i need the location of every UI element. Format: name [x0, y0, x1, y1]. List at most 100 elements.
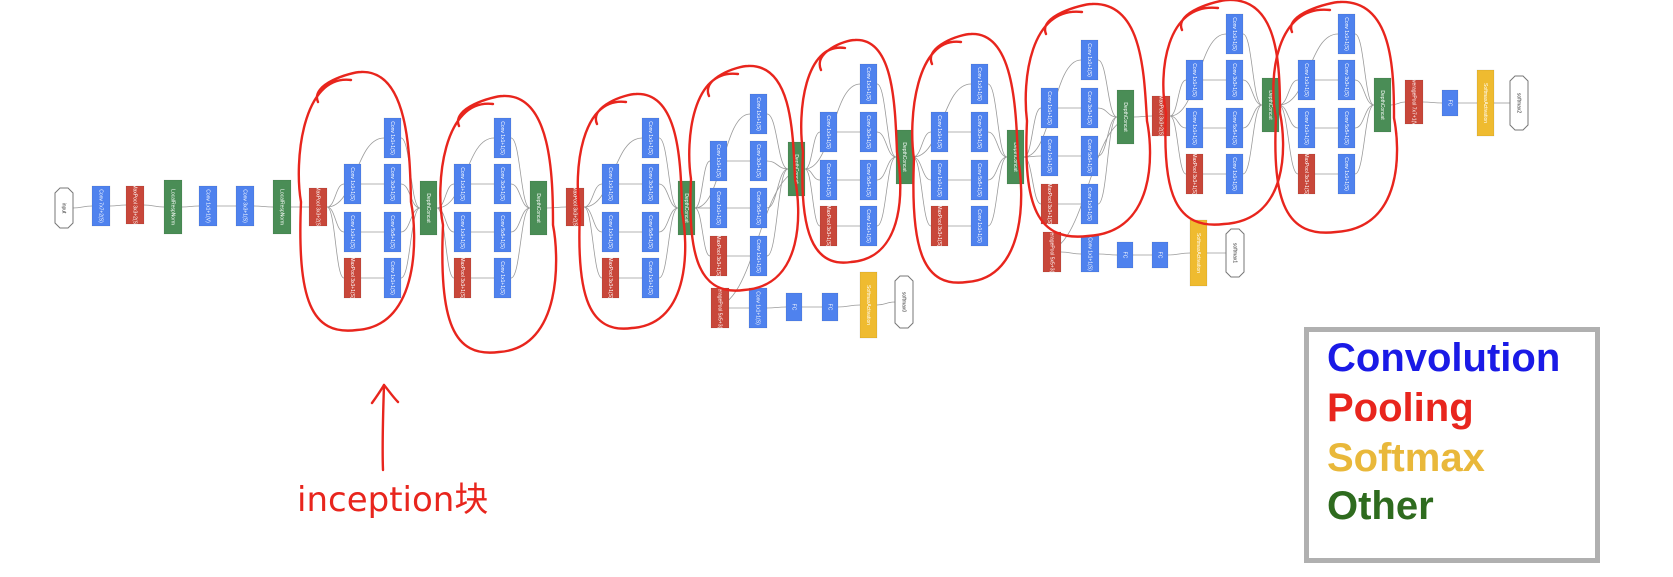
- edge: [912, 156, 932, 181]
- edge: [1169, 115, 1187, 129]
- inc4-branch1-conv1x1: Conv 1x1+1(S): [749, 93, 768, 135]
- annotation-arrow-shaft: [381, 383, 386, 472]
- inc4-branch3-conv1x1: Conv 1x1+1(S): [709, 187, 728, 229]
- inc9-branch2-conv1x1: Conv 1x1+1(S): [1297, 59, 1316, 101]
- inc5-branch2-conv3x3: Conv 3x3+1(S): [859, 111, 878, 153]
- edge: [876, 301, 896, 306]
- edge: [143, 204, 165, 208]
- inc3-branch2-conv3x3: Conv 3x3+1(S): [641, 163, 660, 205]
- inc8-branch1-conv1x1: Conv 1x1+1(S): [1225, 13, 1244, 55]
- svg-text:DepthConcat: DepthConcat: [1122, 102, 1128, 132]
- svg-text:FC: FC: [827, 304, 833, 311]
- svg-text:Conv 3x3+1(S): Conv 3x3+1(S): [755, 144, 761, 178]
- svg-text:Conv 1x1+1(S): Conv 1x1+1(S): [755, 291, 761, 325]
- svg-text:MaxPool 3x3+2(S): MaxPool 3x3+2(S): [572, 186, 578, 228]
- final-fc: FC: [1441, 89, 1459, 117]
- aux1-softmax-activation: SoftmaxActivation: [1189, 219, 1208, 287]
- svg-text:Conv 1x1+1(S): Conv 1x1+1(S): [1191, 111, 1197, 145]
- svg-text:FC: FC: [1447, 100, 1453, 107]
- edge: [400, 207, 421, 233]
- svg-text:softmax2: softmax2: [1516, 93, 1522, 114]
- inc7-branch3-conv5x5: Conv 5x5+1(S): [1080, 135, 1099, 177]
- inc7-depthconcat: DepthConcat: [1116, 89, 1135, 145]
- svg-text:Conv 1x1+1(S): Conv 1x1+1(S): [1303, 63, 1309, 97]
- aux1-fc1: FC: [1116, 241, 1134, 269]
- svg-text:Conv 5x5+1(S): Conv 5x5+1(S): [647, 215, 653, 249]
- aux1-avgpool: AveragePool 5x5+3(V): [1042, 227, 1062, 278]
- svg-text:FC: FC: [791, 304, 797, 311]
- aux1-fc2: FC: [1151, 241, 1169, 269]
- edge: [876, 131, 897, 158]
- inc1-branch4-maxpool: MaxPool 3x3+1(S): [343, 257, 362, 299]
- svg-text:FC: FC: [1122, 252, 1128, 259]
- edge: [583, 183, 603, 208]
- inc5-branch4-maxpool: MaxPool 3x3+1(S): [819, 205, 838, 247]
- inc8-branch3-conv5x5: Conv 5x5+1(S): [1225, 107, 1244, 149]
- svg-text:Conv 5x5+1(S): Conv 5x5+1(S): [499, 215, 505, 249]
- svg-text:MaxPool 3x3+1(S): MaxPool 3x3+1(S): [1046, 183, 1052, 225]
- inc2-branch1-conv1x1: Conv 1x1+1(S): [493, 117, 512, 159]
- svg-text:MaxPool 3x3+2(S): MaxPool 3x3+2(S): [132, 184, 138, 226]
- svg-text:Conv 1x1+1(S): Conv 1x1+1(S): [1343, 17, 1349, 51]
- svg-text:Conv 1x1+1(S): Conv 1x1+1(S): [1231, 157, 1237, 191]
- svg-text:Conv 1x1+1(S): Conv 1x1+1(S): [647, 261, 653, 295]
- svg-text:Conv 1x1+1(S): Conv 1x1+1(S): [1086, 43, 1092, 77]
- svg-text:Conv 1x1+1(S): Conv 1x1+1(S): [976, 67, 982, 101]
- edge: [1242, 79, 1263, 106]
- svg-text:Conv 1x1+1(S): Conv 1x1+1(S): [865, 67, 871, 101]
- inc9-branch1-conv1x1: Conv 1x1+1(S): [1337, 13, 1356, 55]
- edge: [510, 137, 531, 209]
- edge: [400, 207, 421, 279]
- svg-text:AveragePool 5x5+3(V): AveragePool 5x5+3(V): [717, 283, 723, 334]
- svg-text:AveragePool 7x7+1(V): AveragePool 7x7+1(V): [1411, 77, 1417, 128]
- svg-text:MaxPool 3x3+2(S): MaxPool 3x3+2(S): [1158, 95, 1164, 137]
- inc8-branch3-conv1x1: Conv 1x1+1(S): [1185, 107, 1204, 149]
- svg-text:Conv 1x1+1(S): Conv 1x1+1(S): [755, 97, 761, 131]
- edge: [1242, 104, 1263, 129]
- svg-text:Conv 1x1+1(S): Conv 1x1+1(S): [349, 167, 355, 201]
- inception-circle-2: [439, 94, 558, 354]
- inc5-branch3-conv5x5: Conv 5x5+1(S): [859, 159, 878, 201]
- inception-circle-3: [576, 92, 687, 330]
- aux0-fc1: FC: [785, 292, 803, 322]
- svg-text:Conv 3x3+1(S): Conv 3x3+1(S): [242, 189, 248, 223]
- inc1-branch2-conv3x3: Conv 3x3+1(S): [383, 163, 402, 205]
- inception-block-annotation: inception块: [297, 480, 489, 520]
- edge: [1390, 101, 1406, 106]
- svg-text:Conv 1x1+1(S): Conv 1x1+1(S): [647, 121, 653, 155]
- inc8-branch4-maxpool: MaxPool 3x3+1(S): [1185, 153, 1204, 195]
- svg-text:MaxPool 3x3+1(S): MaxPool 3x3+1(S): [459, 257, 465, 299]
- svg-text:MaxPool 3x3+1(S): MaxPool 3x3+1(S): [1191, 153, 1197, 195]
- edge: [326, 206, 345, 279]
- edge: [766, 168, 789, 209]
- svg-text:Conv 1x1+1(S): Conv 1x1+1(S): [349, 215, 355, 249]
- edge: [987, 156, 1008, 181]
- inc6-branch1-conv1x1: Conv 1x1+1(S): [970, 63, 989, 105]
- edge: [583, 206, 603, 233]
- edge: [694, 207, 711, 257]
- edge: [1169, 115, 1187, 175]
- svg-text:MaxPool 3x3+1(S): MaxPool 3x3+1(S): [825, 205, 831, 247]
- inc9-branch2-conv3x3: Conv 3x3+1(S): [1337, 59, 1356, 101]
- inception-circle-4: [688, 64, 800, 292]
- inc5-branch4-conv1x1: Conv 1x1+1(S): [859, 205, 878, 247]
- aux1-conv1x1: Conv 1x1+1(S): [1080, 235, 1100, 273]
- svg-text:Conv 1x1+1(S): Conv 1x1+1(S): [936, 115, 942, 149]
- aux0-fc2: FC: [821, 292, 839, 322]
- edge: [1354, 79, 1375, 106]
- edge: [1097, 107, 1118, 118]
- svg-text:Conv 1x1+1(S): Conv 1x1+1(S): [1046, 91, 1052, 125]
- edge: [510, 207, 531, 233]
- svg-text:Conv 1x1+1(S): Conv 1x1+1(S): [1191, 63, 1197, 97]
- svg-text:Conv 5x5+1(S): Conv 5x5+1(S): [389, 215, 395, 249]
- edge: [1354, 33, 1375, 106]
- inc9-branch3-conv5x5: Conv 5x5+1(S): [1337, 107, 1356, 149]
- svg-text:Conv 1x1+1(S): Conv 1x1+1(S): [865, 209, 871, 243]
- edge: [987, 156, 1008, 227]
- svg-text:Conv 1x1+1(S): Conv 1x1+1(S): [715, 191, 721, 225]
- edge: [253, 205, 274, 208]
- edge: [658, 137, 679, 209]
- svg-text:Conv 5x5+1(S): Conv 5x5+1(S): [865, 163, 871, 197]
- maxpool-stem2-node: MaxPool 3x3+2(S): [308, 186, 328, 228]
